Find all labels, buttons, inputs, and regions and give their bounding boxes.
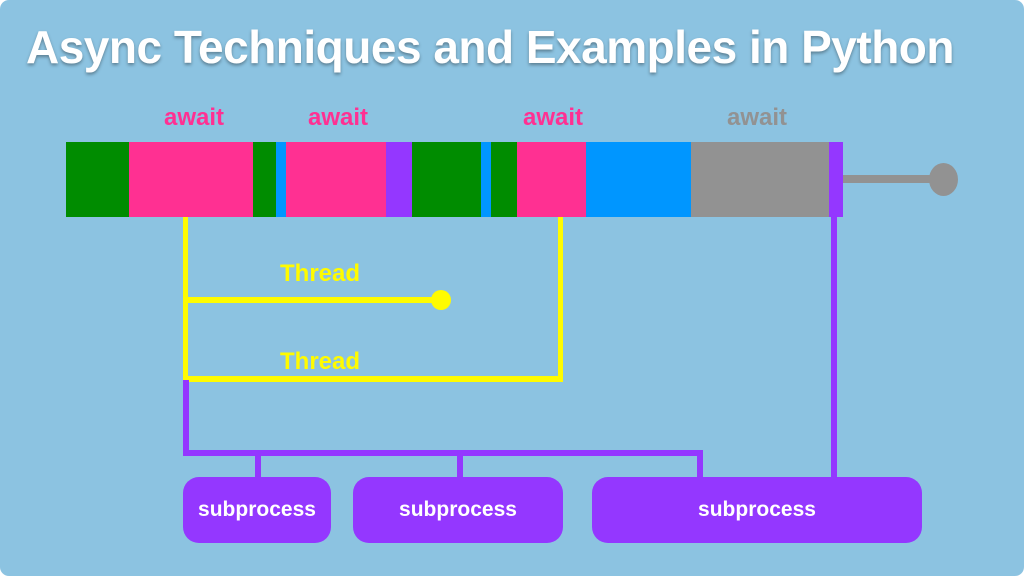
timeline-segment-pink xyxy=(285,142,386,217)
timeline-segment-blue xyxy=(275,142,286,217)
subprocess-label: subprocess xyxy=(698,498,816,521)
subprocess-vline-from-bar xyxy=(831,217,837,478)
subprocess-box: subprocess xyxy=(592,477,922,543)
timeline-segment-pink xyxy=(516,142,586,217)
timeline-segment-green xyxy=(490,142,517,217)
main-thread-tail-line xyxy=(843,175,931,183)
timeline-segment-blue xyxy=(585,142,691,217)
main-thread-execution-bar xyxy=(66,142,843,217)
timeline-segment-green xyxy=(253,142,276,217)
timeline-segment-pink xyxy=(129,142,253,217)
timeline-segment-purple xyxy=(385,142,412,217)
subprocess-hline xyxy=(183,450,703,456)
await-label: await xyxy=(522,104,584,131)
subprocess-vline-left xyxy=(183,380,189,452)
await-label: await xyxy=(726,104,788,131)
timeline-segment-green xyxy=(66,142,129,217)
subprocess-box: subprocess xyxy=(183,477,331,543)
thread-2-hline xyxy=(183,376,563,382)
thread-label: Thread xyxy=(279,348,361,375)
await-label: await xyxy=(163,104,225,131)
timeline-segment-green xyxy=(411,142,481,217)
thread-2-return-vline xyxy=(558,217,563,376)
main-thread-tail-dot xyxy=(929,163,958,196)
subprocess-box: subprocess xyxy=(353,477,563,543)
subprocess-label: subprocess xyxy=(198,498,316,521)
subprocess-drop-3 xyxy=(697,450,703,478)
await-label: await xyxy=(307,104,369,131)
thread-1-hline xyxy=(183,297,437,303)
timeline-segment-purple xyxy=(828,142,843,217)
await-label-row: await await await await xyxy=(0,104,1024,134)
timeline-segment-blue xyxy=(480,142,491,217)
subprocess-drop-2 xyxy=(457,450,463,478)
subprocess-label: subprocess xyxy=(399,498,517,521)
thread-1-end-dot xyxy=(431,290,451,310)
subprocess-drop-1 xyxy=(255,450,261,478)
timeline-segment-gray xyxy=(690,142,829,217)
slide-title: Async Techniques and Examples in Python xyxy=(26,21,955,73)
thread-label: Thread xyxy=(279,260,361,287)
